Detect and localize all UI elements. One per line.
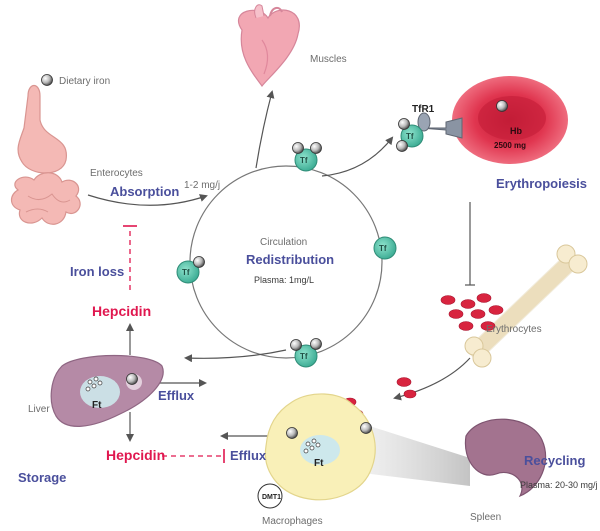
heart-icon [238,4,300,87]
receptor-icon [417,112,463,139]
label-absorption: Absorption [110,184,179,199]
spleen-icon [464,418,547,498]
label-spleen: Spleen [470,512,501,523]
label-recycling-rate: Plasma: 20-30 mg/j [520,480,598,490]
label-tf: Tf [300,156,308,165]
label-ft-liver: Ft [92,400,102,411]
arrow-absorption [87,194,208,206]
arrow-to-muscles [255,90,275,169]
label-tf: Tf [182,268,190,277]
label-absorption-rate: 1-2 mg/j [184,180,220,191]
label-macrophages: Macrophages [262,516,323,527]
label-erythrocytes: Erythrocytes [486,324,542,335]
label-dmt1: DMT1 [262,494,281,501]
label-dietary-iron: Dietary iron [59,76,110,87]
label-iron-loss: Iron loss [70,264,124,279]
label-ft-macrophage: Ft [314,458,324,469]
label-hepcidin-bottom: Hepcidin [106,447,165,463]
macrophage-icon [264,393,376,501]
stomach-icon [10,84,81,225]
label-tfr1: TfR1 [412,104,435,115]
iron-atom-icon [41,74,53,86]
label-liver: Liver [28,404,50,415]
label-hb: Hb [510,126,522,136]
label-plasma: Plasma: 1mg/L [254,275,314,285]
arrow-to-liver [184,349,287,363]
red-blood-cell-icon [452,76,568,164]
label-efflux-liver: Efflux [158,388,195,403]
label-hb-amount: 2500 mg [494,141,526,150]
label-hepcidin-top: Hepcidin [92,303,151,319]
label-erythropoiesis: Erythropoiesis [496,176,587,191]
label-circulation: Circulation [260,237,307,248]
bone-icon [464,244,588,368]
liver-icon [50,354,164,427]
label-enterocytes: Enterocytes [90,168,143,179]
label-redistribution: Redistribution [246,252,334,267]
dmt1-marker [257,483,283,509]
transferrin-icon [176,124,424,368]
arrow-to-erythropoiesis [321,136,394,177]
label-efflux-macrophage: Efflux [230,448,267,463]
label-muscles: Muscles [310,54,347,65]
label-tf: Tf [406,132,414,141]
label-tf: Tf [300,352,308,361]
label-recycling: Recycling [524,453,585,468]
label-tf: Tf [379,244,387,253]
label-storage: Storage [18,470,66,485]
